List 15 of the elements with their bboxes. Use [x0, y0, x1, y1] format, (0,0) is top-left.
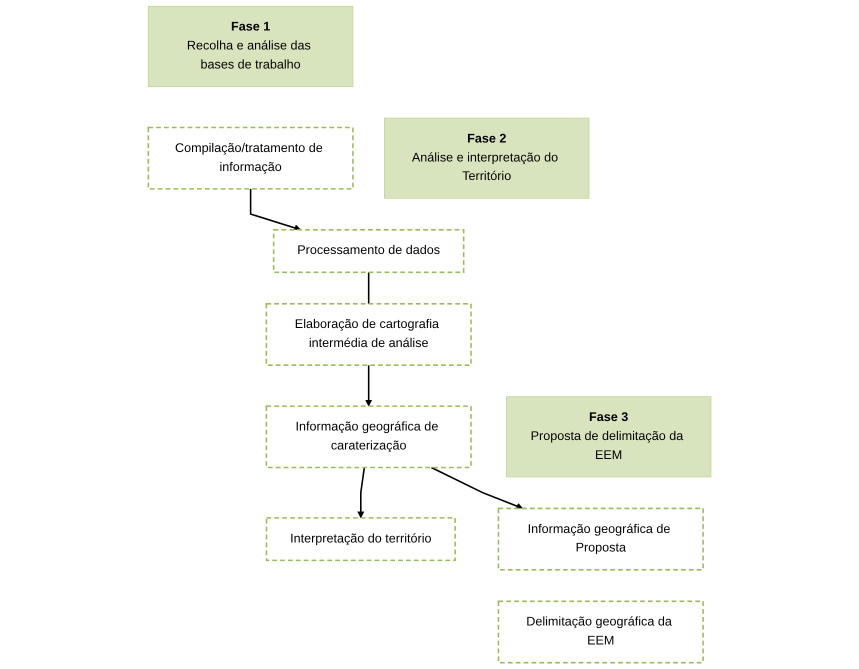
node-box: Fase 1 Recolha e análise das bases de trabalho: [148, 6, 354, 87]
connector: [368, 272, 370, 304]
node-box: Informação geográfica de caraterização: [265, 405, 472, 468]
node-box: Informação geográfica de Proposta: [498, 508, 704, 571]
node-box: Fase 2 Análise e interpretação do Território: [384, 118, 590, 199]
node-box: Processamento de dados: [272, 229, 464, 274]
node-box: Compilação/tratamento de informação: [147, 126, 354, 190]
arrow: [357, 467, 365, 518]
arrow: [430, 466, 523, 510]
arrow: [250, 188, 302, 232]
arrow: [365, 365, 372, 406]
node-box: Fase 3 Proposta de delimitação da EEM: [506, 396, 712, 478]
node-box: Delimitação geográfica da EEM: [498, 600, 704, 664]
node-box: Elaboração de cartografia intermédia de análise: [265, 303, 472, 366]
node-box: Interpretação do território: [266, 517, 456, 562]
